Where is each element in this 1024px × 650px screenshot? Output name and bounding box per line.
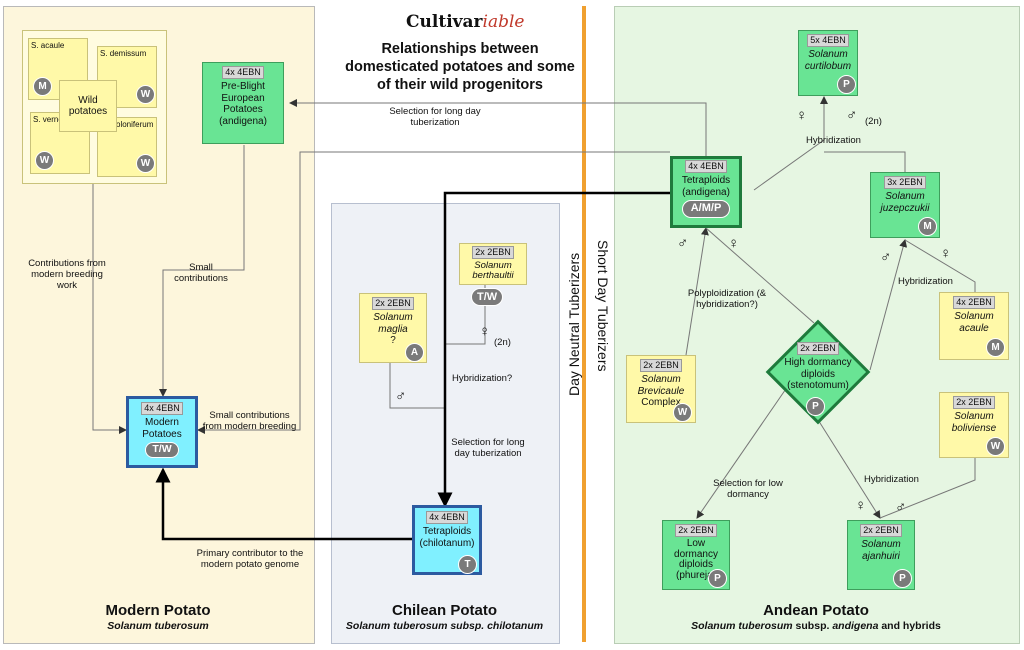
badge-m-icon: M: [33, 77, 52, 96]
label-2n-chile: (2n): [494, 337, 511, 348]
male-symbol-icon: ♂: [677, 235, 689, 252]
preblight-european-node: 4x 4EBN Pre-Blight European Potatoes (an…: [202, 62, 284, 144]
chilean-region-subtitle: Solanum tuberosum subsp. chilotanum: [345, 620, 544, 632]
modern-potatoes-node: 4x 4EBN Modern Potatoes T/W: [126, 396, 198, 468]
female-symbol-icon: ♀: [796, 107, 808, 124]
berthaultii-badge-wrap: T/W: [471, 287, 511, 307]
edge-acaule-to-juzepczukii: [904, 239, 976, 292]
label-primary-contributor: Primary contributor to the modern potato…: [196, 548, 304, 570]
stenotomum-node: 2x 2EBN High dormancy diploids (stenotom…: [784, 342, 852, 391]
label-selection-low-dormancy: Selection for low dormancy: [713, 478, 783, 500]
andigena-tetraploids-node: 4x 4EBN Tetraploids (andigena) A/M/P: [670, 156, 742, 228]
edge-andigena-to-preblight: [289, 99, 707, 185]
female-symbol-icon: ♀: [479, 323, 491, 340]
badge-p-icon: P: [708, 569, 727, 588]
badge-amp-icon: A/M/P: [681, 200, 731, 218]
badge-m-icon: M: [986, 338, 1005, 357]
curtilobum-node: 5x 4EBN Solanum curtilobum P: [798, 30, 858, 96]
wild-species-acaule: S. acaule M: [28, 38, 88, 100]
label-selection-long-day-top: Selection for long day tuberization: [389, 106, 481, 128]
label-polyploidization: Polyploidization (& hybridization?): [687, 288, 767, 310]
edge-stenotomum-to-juzepczukii: [869, 239, 908, 371]
berthaultii-node: 2x 2EBN Solanum berthaultii: [459, 243, 527, 285]
female-symbol-icon: ♀: [728, 235, 740, 252]
brevicaule-node: 2x 2EBN Solanum Brevicaule Complex W: [626, 355, 696, 423]
label-small-contrib-modern: Small contributions from modern breeding: [202, 410, 297, 432]
badge-p-icon: P: [837, 75, 856, 94]
edge-stenotomum-to-andigena: [705, 227, 815, 324]
wild-potatoes-center: Wild potatoes: [59, 80, 117, 132]
modern-region-title: Modern Potato: [105, 602, 211, 619]
label-selection-long-day-chile: Selection for long day tuberization: [451, 437, 525, 459]
andean-region-subtitle: Solanum tuberosum subsp. andigena and hy…: [691, 620, 941, 632]
edge-stenotomum-to-phureja: [696, 382, 791, 519]
badge-t-icon: T: [458, 555, 477, 574]
label-hybridization-right: Hybridization: [898, 276, 953, 287]
acaule-node: 4x 2EBN Solanum acaule M: [939, 292, 1009, 360]
badge-p-icon: P: [806, 397, 825, 416]
ajanhuiri-node: 2x 2EBN Solanum ajanhuiri P: [847, 520, 915, 590]
female-symbol-icon: ♀: [940, 245, 952, 262]
edge-wild-to-modern: [92, 183, 127, 434]
modern-region-subtitle: Solanum tuberosum: [107, 620, 209, 632]
badge-tw-icon: T/W: [145, 442, 179, 458]
andean-region-title: Andean Potato: [763, 602, 869, 619]
label-hybridization-top: Hybridization: [806, 135, 861, 146]
edge-chilotanum-to-modern: [155, 467, 412, 541]
label-hybridization-bottom: Hybridization: [864, 474, 919, 485]
label-hybridization-q: Hybridization?: [452, 373, 513, 384]
edge-boliviense-to-ajanhuiri: [879, 458, 976, 519]
juzepczukii-node: 3x 2EBN Solanum juzepczukii M: [870, 172, 940, 238]
male-symbol-icon: ♂: [880, 249, 892, 266]
boliviense-node: 2x 2EBN Solanum boliviense W: [939, 392, 1009, 458]
edge-andean-to-modern: [197, 151, 670, 434]
edge-brevicaule-to-andigena: [685, 227, 709, 356]
label-contrib-modern-breeding: Contributions from modern breeding work: [28, 258, 106, 291]
badge-tw-icon: T/W: [471, 288, 504, 306]
badge-w-icon: W: [136, 85, 155, 104]
female-symbol-icon: ♀: [855, 497, 867, 514]
edge-andigena-to-curtilobum: [753, 96, 828, 191]
edge-andigena-to-chilotanum: [437, 191, 670, 508]
chilotanum-node: 4x 4EBN Tetraploids (chilotanum) T: [412, 505, 482, 575]
maglia-node: 2x 2EBN Solanum maglia ? A: [359, 293, 427, 363]
label-2n-andes: (2n): [865, 116, 882, 127]
badge-a-icon: A: [405, 343, 424, 362]
badge-w-icon: W: [986, 437, 1005, 456]
male-symbol-icon: ♂: [395, 388, 407, 405]
badge-p-icon: P: [893, 569, 912, 588]
edge-juzepczukii-to-curtilobum: [824, 151, 906, 172]
male-symbol-icon: ♂: [895, 499, 907, 516]
edge-maglia-hybrid: [389, 363, 445, 409]
badge-w-icon: W: [136, 154, 155, 173]
tuberization-divider: [582, 6, 586, 642]
badge-w-icon: W: [673, 403, 692, 422]
edge-preblight-to-modern: [159, 145, 245, 397]
page-title: Relationships between domesticated potat…: [345, 41, 575, 93]
badge-m-icon: M: [918, 217, 937, 236]
phureja-node: 2x 2EBN Low dormancy diploids (phureja) …: [662, 520, 730, 590]
cultivariable-logo: Cultivariable: [406, 12, 525, 32]
badge-w-icon: W: [35, 151, 54, 170]
edge-stenotomum-to-ajanhuiri: [814, 414, 881, 519]
chilean-region-title: Chilean Potato: [391, 602, 497, 619]
male-symbol-icon: ♂: [846, 107, 858, 124]
label-small-contributions: Small contributions: [174, 262, 228, 284]
